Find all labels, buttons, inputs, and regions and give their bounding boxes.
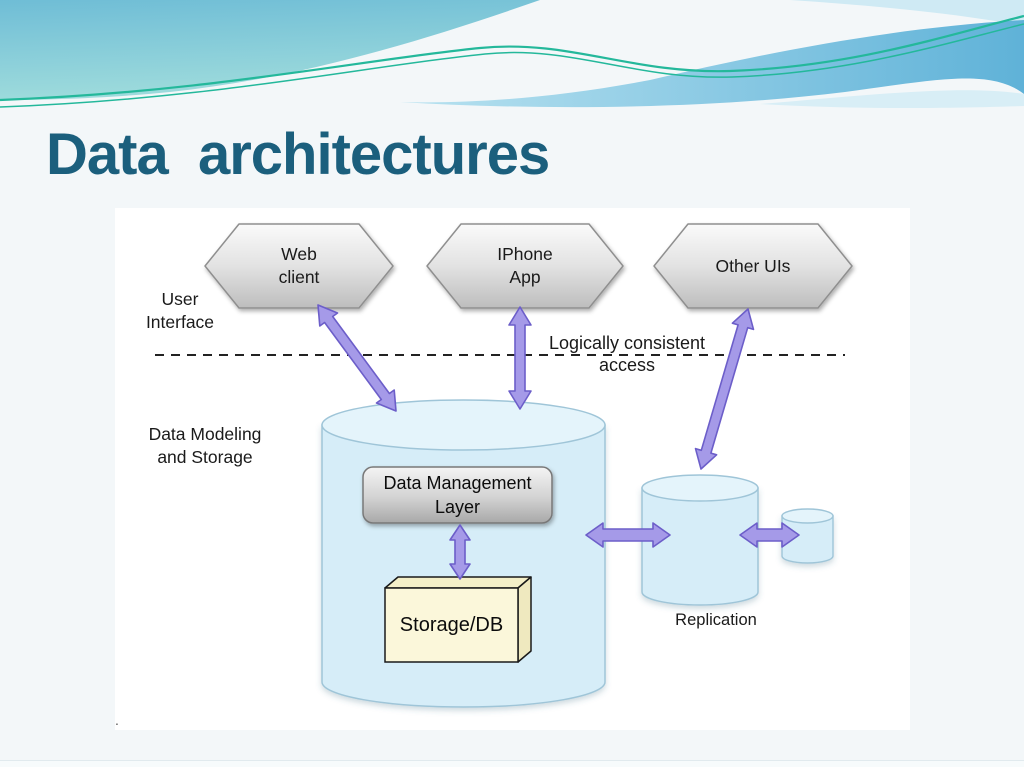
wave-right-band	[400, 20, 1024, 108]
page-title: Data architectures	[46, 122, 550, 187]
arrows-layer	[317, 304, 800, 580]
storage-db-box	[384, 576, 532, 663]
dml-to-storage-arrow	[449, 524, 471, 580]
bottom-strip	[0, 760, 1024, 767]
other-uis-label: Other UIs	[715, 256, 791, 276]
replication-label: Replication	[675, 611, 757, 629]
wave-left-shape	[0, 0, 540, 100]
data-management-layer-box	[362, 466, 553, 524]
data-management-layer-label: Data Management Layer	[383, 473, 532, 517]
user-interface-label: User Interface	[145, 289, 215, 332]
storage-db-label: Storage/DB	[399, 613, 504, 636]
diagram-panel: Web client IPhone App Other UIs User Int…	[115, 208, 910, 730]
iphone-app-to-store-arrow	[508, 306, 532, 410]
top-wave-banner	[0, 0, 1024, 108]
iphone-app-hexagon	[426, 223, 624, 309]
architecture-diagram	[155, 223, 853, 708]
other-uis-hexagon	[653, 223, 853, 309]
logically-consistent-access-label: Logically consistent access	[548, 333, 706, 375]
wave-right-underband	[760, 90, 1024, 108]
small-replica-cylinder	[781, 508, 834, 564]
wave-teal-line-2	[0, 23, 1024, 108]
replica-to-small-arrow	[739, 522, 800, 548]
data-modeling-storage-label: Data Modeling and Storage	[148, 424, 262, 467]
footnote-dot: .	[115, 712, 119, 728]
store-to-replica-arrow	[585, 522, 671, 548]
web-client-label: Web client	[278, 244, 320, 287]
wave-teal-line-1	[0, 14, 1024, 102]
wave-corner-shape	[790, 0, 1024, 26]
web-client-to-store-arrow	[317, 304, 397, 412]
replica-cylinder	[641, 474, 759, 606]
iphone-app-label: IPhone App	[497, 244, 553, 287]
other-uis-to-replica-arrow	[694, 308, 755, 470]
web-client-hexagon	[204, 223, 394, 309]
